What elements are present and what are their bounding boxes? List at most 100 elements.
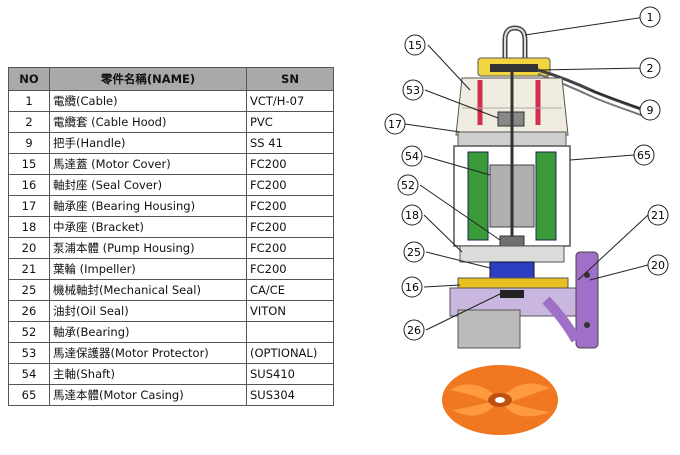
callout-circle — [401, 276, 423, 298]
cell-no: 54 — [8, 363, 50, 385]
cell-name: 機械軸封(Mechanical Seal) — [49, 279, 247, 301]
callout-circle — [647, 254, 669, 276]
callout-label: 52 — [401, 179, 415, 192]
cell-sn: (OPTIONAL) — [246, 342, 334, 364]
cell-sn: FC200 — [246, 153, 334, 175]
cell-no: 2 — [8, 111, 50, 133]
callout-label: 53 — [406, 84, 420, 97]
cell-name: 電纜套 (Cable Hood) — [49, 111, 247, 133]
pump-exploded-diagram: 1 2 9 15 53 17 54 65 52 18 21 25 20 16 26 — [384, 6, 669, 435]
callout-circle — [404, 34, 426, 56]
cell-name: 電纜(Cable) — [49, 90, 247, 112]
bracket — [459, 245, 565, 263]
cell-no: 26 — [8, 300, 50, 322]
cell-sn: PVC — [246, 111, 334, 133]
cell-no: 20 — [8, 237, 50, 259]
cell-name: 軸承(Bearing) — [49, 321, 247, 343]
cell-sn: SS 41 — [246, 132, 334, 154]
leader-lines — [404, 16, 649, 331]
pump-housing — [449, 251, 599, 349]
cell-sn: FC200 — [246, 258, 334, 280]
mechanical-seal — [489, 261, 535, 279]
callout-circle — [401, 145, 423, 167]
callout-label: 21 — [651, 209, 665, 222]
cable-hood — [477, 57, 551, 77]
callout-label: 26 — [407, 324, 421, 337]
callout-label: 2 — [647, 62, 654, 75]
callout-circle — [639, 57, 661, 79]
cell-name: 把手(Handle) — [49, 132, 247, 154]
cell-sn: CA/CE — [246, 279, 334, 301]
impeller-photo — [442, 365, 558, 435]
callout-circle — [639, 6, 661, 28]
callout-circle — [639, 99, 661, 121]
handle — [502, 25, 528, 68]
oil-seal — [500, 290, 524, 298]
callout-label: 9 — [647, 104, 654, 117]
strainer — [457, 309, 521, 349]
callout-label: 15 — [408, 39, 422, 52]
callouts: 1 2 9 15 53 17 54 65 52 18 21 25 20 16 26 — [384, 6, 669, 341]
table-header-row: NO 零件名稱(NAME) SN — [8, 67, 334, 91]
callout-label: 1 — [647, 11, 654, 24]
cell-no: 21 — [8, 258, 50, 280]
callout-circle — [402, 79, 424, 101]
cell-no: 65 — [8, 384, 50, 406]
cell-sn: FC200 — [246, 237, 334, 259]
cell-name: 馬達蓋 (Motor Cover) — [49, 153, 247, 175]
cell-sn: FC200 — [246, 216, 334, 238]
cell-no: 16 — [8, 174, 50, 196]
cell-no: 25 — [8, 279, 50, 301]
cell-sn: SUS410 — [246, 363, 334, 385]
cell-no: 15 — [8, 153, 50, 175]
cell-name: 主軸(Shaft) — [49, 363, 247, 385]
cell-name: 馬達保護器(Motor Protector) — [49, 342, 247, 364]
cell-name: 軸承座 (Bearing Housing) — [49, 195, 247, 217]
cell-sn: VITON — [246, 300, 334, 322]
callout-circle — [633, 144, 655, 166]
cell-no: 9 — [8, 132, 50, 154]
callout-label: 18 — [405, 209, 419, 222]
cell-sn: VCT/H-07 — [246, 90, 334, 112]
cell-sn: SUS304 — [246, 384, 334, 406]
cell-name: 葉輪 (Impeller) — [49, 258, 247, 280]
cell-name: 馬達本體(Motor Casing) — [49, 384, 247, 406]
cell-sn: FC200 — [246, 195, 334, 217]
cell-no: 18 — [8, 216, 50, 238]
callout-label: 17 — [388, 118, 402, 131]
cell-name: 軸封座 (Seal Cover) — [49, 174, 247, 196]
callout-label: 25 — [407, 246, 421, 259]
column-header-sn: SN — [246, 67, 334, 91]
callout-label: 16 — [405, 281, 419, 294]
cell-no: 53 — [8, 342, 50, 364]
callout-circle — [403, 241, 425, 263]
callout-label: 54 — [405, 150, 419, 163]
cell-no: 1 — [8, 90, 50, 112]
callout-circle — [384, 113, 406, 135]
column-header-name: 零件名稱(NAME) — [49, 67, 247, 91]
callout-label: 65 — [637, 149, 651, 162]
cell-name: 油封(Oil Seal) — [49, 300, 247, 322]
callout-circle — [647, 204, 669, 226]
cell-name: 中承座 (Bracket) — [49, 216, 247, 238]
cell-sn: FC200 — [246, 174, 334, 196]
column-header-no: NO — [8, 67, 50, 91]
cell-no: 52 — [8, 321, 50, 343]
callout-label: 20 — [651, 259, 665, 272]
